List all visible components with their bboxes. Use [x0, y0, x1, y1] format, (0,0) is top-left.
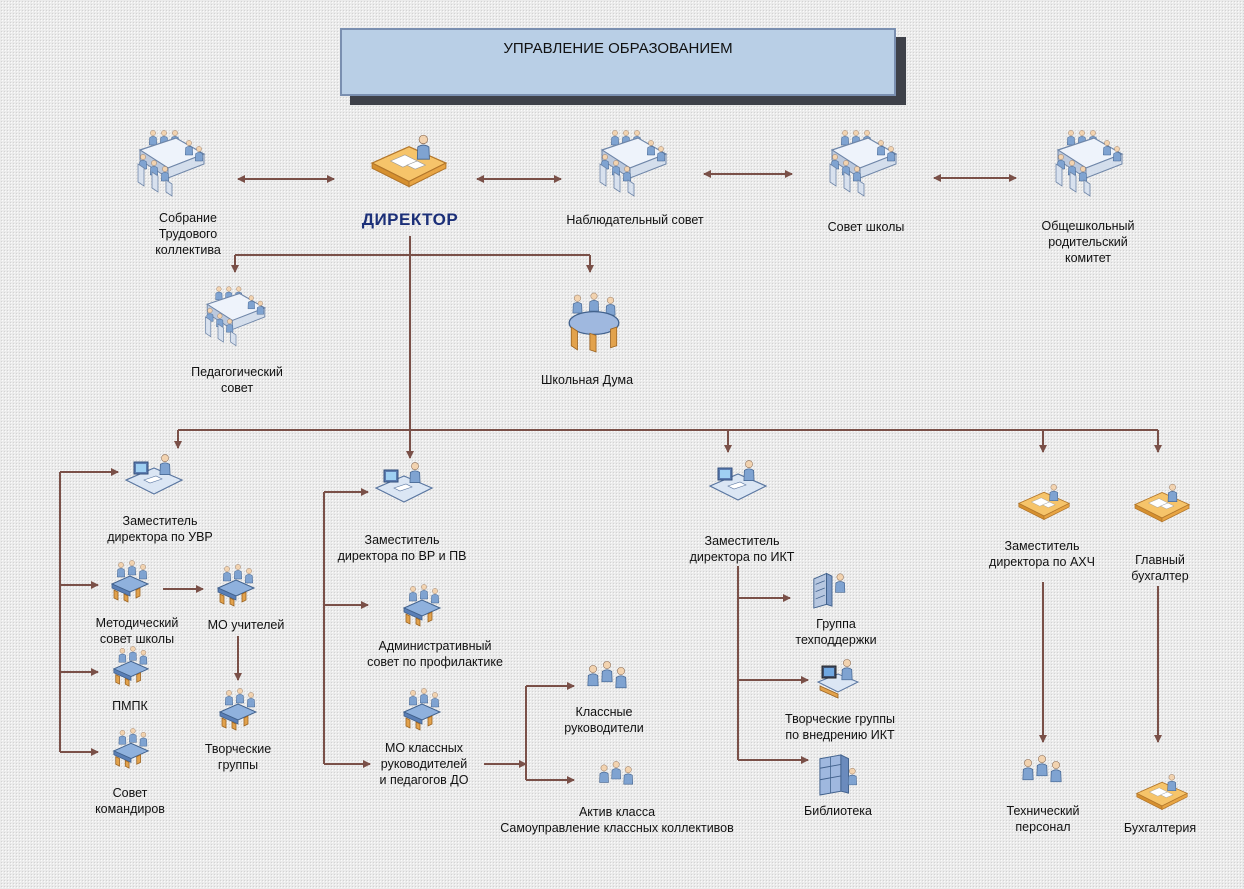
label-duma: Школьная Дума — [540, 373, 634, 387]
meeting-table-icon — [1056, 130, 1122, 196]
title-banner: УПРАВЛЕНИЕ ОБРАЗОВАНИЕМ — [340, 28, 896, 96]
label-mo-uchiteley: МО учителей — [207, 618, 285, 632]
small-meeting-icon — [112, 560, 148, 602]
bookshelf-icon — [820, 755, 857, 795]
desk-worker-icon — [1135, 484, 1189, 522]
meeting-table-icon — [830, 130, 896, 196]
label-biblioteka: Библиотека — [804, 804, 872, 818]
desk-worker-icon — [1019, 484, 1069, 519]
label-pmpk: ПМПК — [112, 699, 148, 713]
small-meeting-icon — [404, 584, 440, 626]
small-meeting-icon — [114, 728, 148, 768]
meeting-table-icon — [205, 287, 264, 346]
meeting-table-icon — [600, 130, 666, 196]
label-sovet-shkoly: Совет школы — [827, 220, 905, 234]
small-meeting-icon — [114, 646, 148, 686]
small-meeting-icon — [218, 564, 254, 606]
standing-people-icon — [600, 761, 633, 784]
workstation-icon — [818, 659, 858, 698]
computer-user-icon — [710, 461, 766, 500]
standing-people-icon — [588, 661, 626, 687]
icons — [112, 130, 1189, 809]
label-nabl-sovet: Наблюдательный совет — [566, 213, 704, 227]
page-title: УПРАВЛЕНИЕ ОБРАЗОВАНИЕМ — [503, 40, 733, 57]
round-table-icon — [569, 293, 619, 352]
label-director: ДИРЕКТОР — [361, 210, 459, 229]
small-meeting-icon — [404, 688, 440, 730]
desk-worker-icon — [1137, 774, 1187, 809]
meeting-table-icon — [138, 130, 204, 196]
small-meeting-icon — [220, 688, 256, 730]
label-buhgalteriya: Бухгалтерия — [1123, 821, 1197, 835]
standing-people-icon — [1023, 755, 1061, 781]
computer-user-icon — [126, 455, 182, 494]
computer-user-icon — [376, 463, 432, 502]
server-person-icon — [814, 573, 845, 608]
desk-worker-icon — [372, 135, 446, 186]
connectors — [59, 170, 1162, 784]
